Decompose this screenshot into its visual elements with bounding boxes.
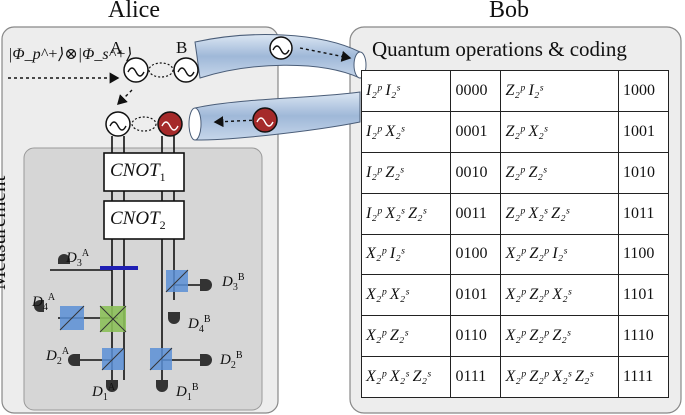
node-b-label: B — [176, 38, 188, 57]
detector-d2a: D2A — [46, 346, 70, 367]
measurement-label: Measurement — [0, 175, 10, 290]
bob-title: Bob — [489, 0, 530, 23]
entanglement-link-top — [148, 62, 174, 78]
fiber-lower-end — [188, 107, 202, 141]
cnot1-label: CNOT1 — [110, 160, 166, 184]
cnot1-gate — [103, 152, 185, 192]
measurement-panel — [23, 147, 263, 411]
photon-alice-return — [105, 111, 131, 137]
state-label: |Φ_p^+⟩⊗|Φ_s^+⟩ — [8, 46, 133, 63]
photon-a — [123, 57, 149, 83]
cnot2-label: CNOT2 — [110, 208, 166, 232]
detector-d3b: D3B — [222, 272, 245, 293]
detector-d4b: D4B — [188, 314, 211, 335]
detector-d3a: D3A — [66, 248, 90, 269]
photon-in-upper-fiber — [269, 36, 293, 60]
photon-b — [173, 57, 199, 83]
detector-d1b: D1B — [176, 382, 199, 403]
detector-d4a: D4A — [32, 292, 56, 313]
fiber-lower — [194, 91, 361, 141]
detectors — [34, 254, 212, 392]
upper-fiber-arrow — [299, 47, 352, 62]
lower-fiber-arrow — [213, 116, 259, 128]
detector-d2b: D2B — [220, 350, 243, 371]
alice-title: Alice — [108, 0, 160, 23]
beam-splitters — [59, 269, 189, 371]
node-a-label: A — [110, 38, 123, 57]
detector-d1a: D1A — [92, 382, 116, 403]
cnot2-gate — [103, 200, 185, 240]
operations-heading: Quantum operations & coding — [372, 37, 627, 61]
photon-in-lower-fiber — [252, 107, 278, 133]
entanglement-link-bottom — [131, 116, 157, 132]
photon-encoded — [157, 111, 183, 137]
